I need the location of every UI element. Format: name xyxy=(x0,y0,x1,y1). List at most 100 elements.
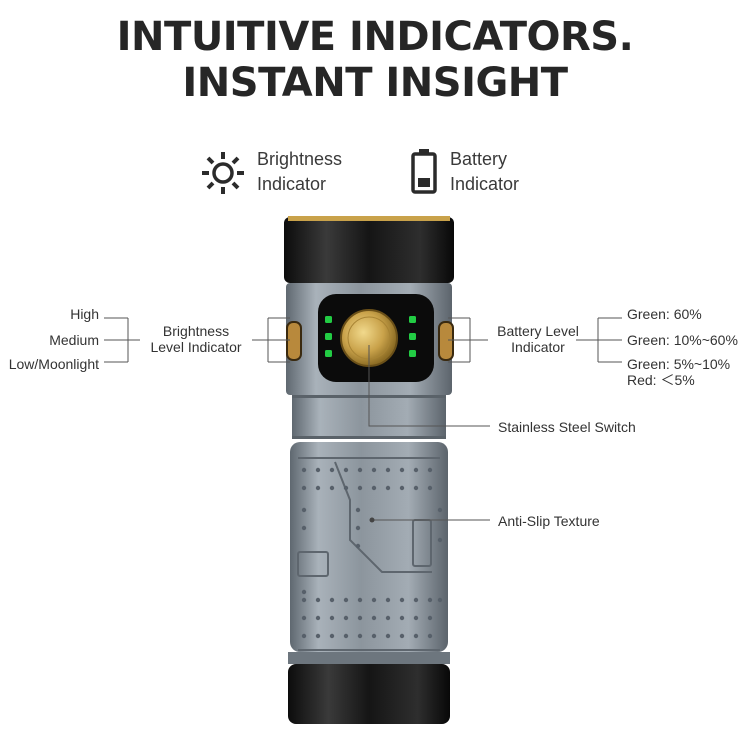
battery-level-indicator-label: Battery Level Indicator xyxy=(488,323,588,355)
texture-callout-label: Anti-Slip Texture xyxy=(498,513,600,529)
texture-dot xyxy=(437,507,443,513)
texture-dot xyxy=(427,485,433,491)
texture-dot xyxy=(343,633,349,639)
texture-dot xyxy=(355,507,361,513)
texture-dot xyxy=(315,615,321,621)
brightness-level-low: Low/Moonlight xyxy=(8,356,99,372)
texture-dot xyxy=(329,467,335,473)
headline-line-1: INTUITIVE INDICATORS. xyxy=(116,14,634,60)
texture-dot xyxy=(355,525,361,531)
battery-indicator-line1: Battery Level xyxy=(497,323,579,339)
led-low xyxy=(325,350,332,357)
side-button-left xyxy=(286,321,302,361)
battery-legend-line2: Indicator xyxy=(450,174,520,194)
brightness-leds xyxy=(325,316,332,357)
texture-dot xyxy=(427,615,433,621)
led-battery-1 xyxy=(409,316,416,323)
texture-dot xyxy=(437,597,443,603)
brightness-legend-line2: Indicator xyxy=(257,174,327,194)
battery-level-green-60: Green: 60% xyxy=(627,306,702,322)
brass-ring xyxy=(288,216,450,221)
texture-dot xyxy=(385,485,391,491)
texture-dot xyxy=(385,597,391,603)
texture-dot xyxy=(399,485,405,491)
texture-dot xyxy=(301,615,307,621)
brightness-legend-line1: Brightness xyxy=(257,149,343,169)
texture-dot xyxy=(385,615,391,621)
texture-dot xyxy=(413,597,419,603)
battery-level-green-5-10: Green: 5%~10% xyxy=(627,356,731,372)
brightness-level-medium: Medium xyxy=(49,332,99,348)
texture-dot xyxy=(343,597,349,603)
texture-dot xyxy=(437,537,443,543)
texture-dot xyxy=(301,525,307,531)
texture-dot xyxy=(301,485,307,491)
battery-level-red-5: Red: ＜5% xyxy=(627,372,695,388)
texture-dot xyxy=(413,467,419,473)
switch-callout-label: Stainless Steel Switch xyxy=(498,419,636,435)
anti-slip-texture xyxy=(301,467,443,639)
texture-dot xyxy=(301,633,307,639)
brightness-indicator-line1: Brightness xyxy=(162,323,230,339)
texture-dot xyxy=(371,597,377,603)
led-battery-2 xyxy=(409,333,416,340)
led-medium xyxy=(325,333,332,340)
battery-indicator-line2: Indicator xyxy=(511,339,565,355)
texture-dot xyxy=(301,589,307,595)
headline-line-2: INSTANT INSIGHT xyxy=(182,60,568,106)
texture-dot xyxy=(399,633,405,639)
tail-cap-black xyxy=(288,664,450,724)
texture-dot xyxy=(385,467,391,473)
texture-dot xyxy=(385,633,391,639)
tail-cap xyxy=(288,652,450,664)
texture-dot xyxy=(329,633,335,639)
texture-dot xyxy=(301,467,307,473)
textured-body xyxy=(290,442,448,652)
texture-dot xyxy=(315,467,321,473)
texture-dot xyxy=(427,633,433,639)
texture-dot xyxy=(315,633,321,639)
texture-dot xyxy=(427,467,433,473)
texture-dot xyxy=(357,467,363,473)
texture-dot xyxy=(371,485,377,491)
texture-dot xyxy=(357,615,363,621)
brightness-legend-label: Brightness Indicator xyxy=(257,147,342,197)
texture-dot xyxy=(357,485,363,491)
texture-dot xyxy=(371,467,377,473)
led-high xyxy=(325,316,332,323)
texture-dot xyxy=(357,633,363,639)
texture-dot xyxy=(343,467,349,473)
brightness-level-high: High xyxy=(70,306,99,322)
texture-dot xyxy=(329,597,335,603)
led-battery-3 xyxy=(409,350,416,357)
texture-dot xyxy=(355,543,361,549)
texture-dot xyxy=(329,485,335,491)
texture-dot xyxy=(413,633,419,639)
texture-dot xyxy=(357,597,363,603)
battery-icon xyxy=(411,149,437,194)
texture-dot xyxy=(413,615,419,621)
texture-dot xyxy=(329,615,335,621)
battery-legend-label: Battery Indicator xyxy=(450,147,519,197)
head-cap xyxy=(284,217,454,283)
texture-dot xyxy=(371,615,377,621)
texture-dot xyxy=(427,597,433,603)
texture-dot xyxy=(301,597,307,603)
texture-dot xyxy=(399,467,405,473)
battery-level-green-10-60: Green: 10%~60% xyxy=(627,332,738,348)
sun-icon xyxy=(202,152,244,194)
brightness-indicator-line2: Level Indicator xyxy=(150,339,242,355)
side-button-right xyxy=(438,321,454,361)
texture-dot xyxy=(315,485,321,491)
battery-leds xyxy=(409,316,416,357)
texture-dot xyxy=(371,633,377,639)
texture-dot xyxy=(399,615,405,621)
texture-dot xyxy=(343,615,349,621)
texture-dot xyxy=(343,485,349,491)
texture-dot xyxy=(399,597,405,603)
battery-legend-line1: Battery xyxy=(450,149,508,169)
texture-dot xyxy=(301,507,307,513)
texture-dot xyxy=(413,485,419,491)
brightness-level-indicator-label: Brightness Level Indicator xyxy=(142,323,250,355)
